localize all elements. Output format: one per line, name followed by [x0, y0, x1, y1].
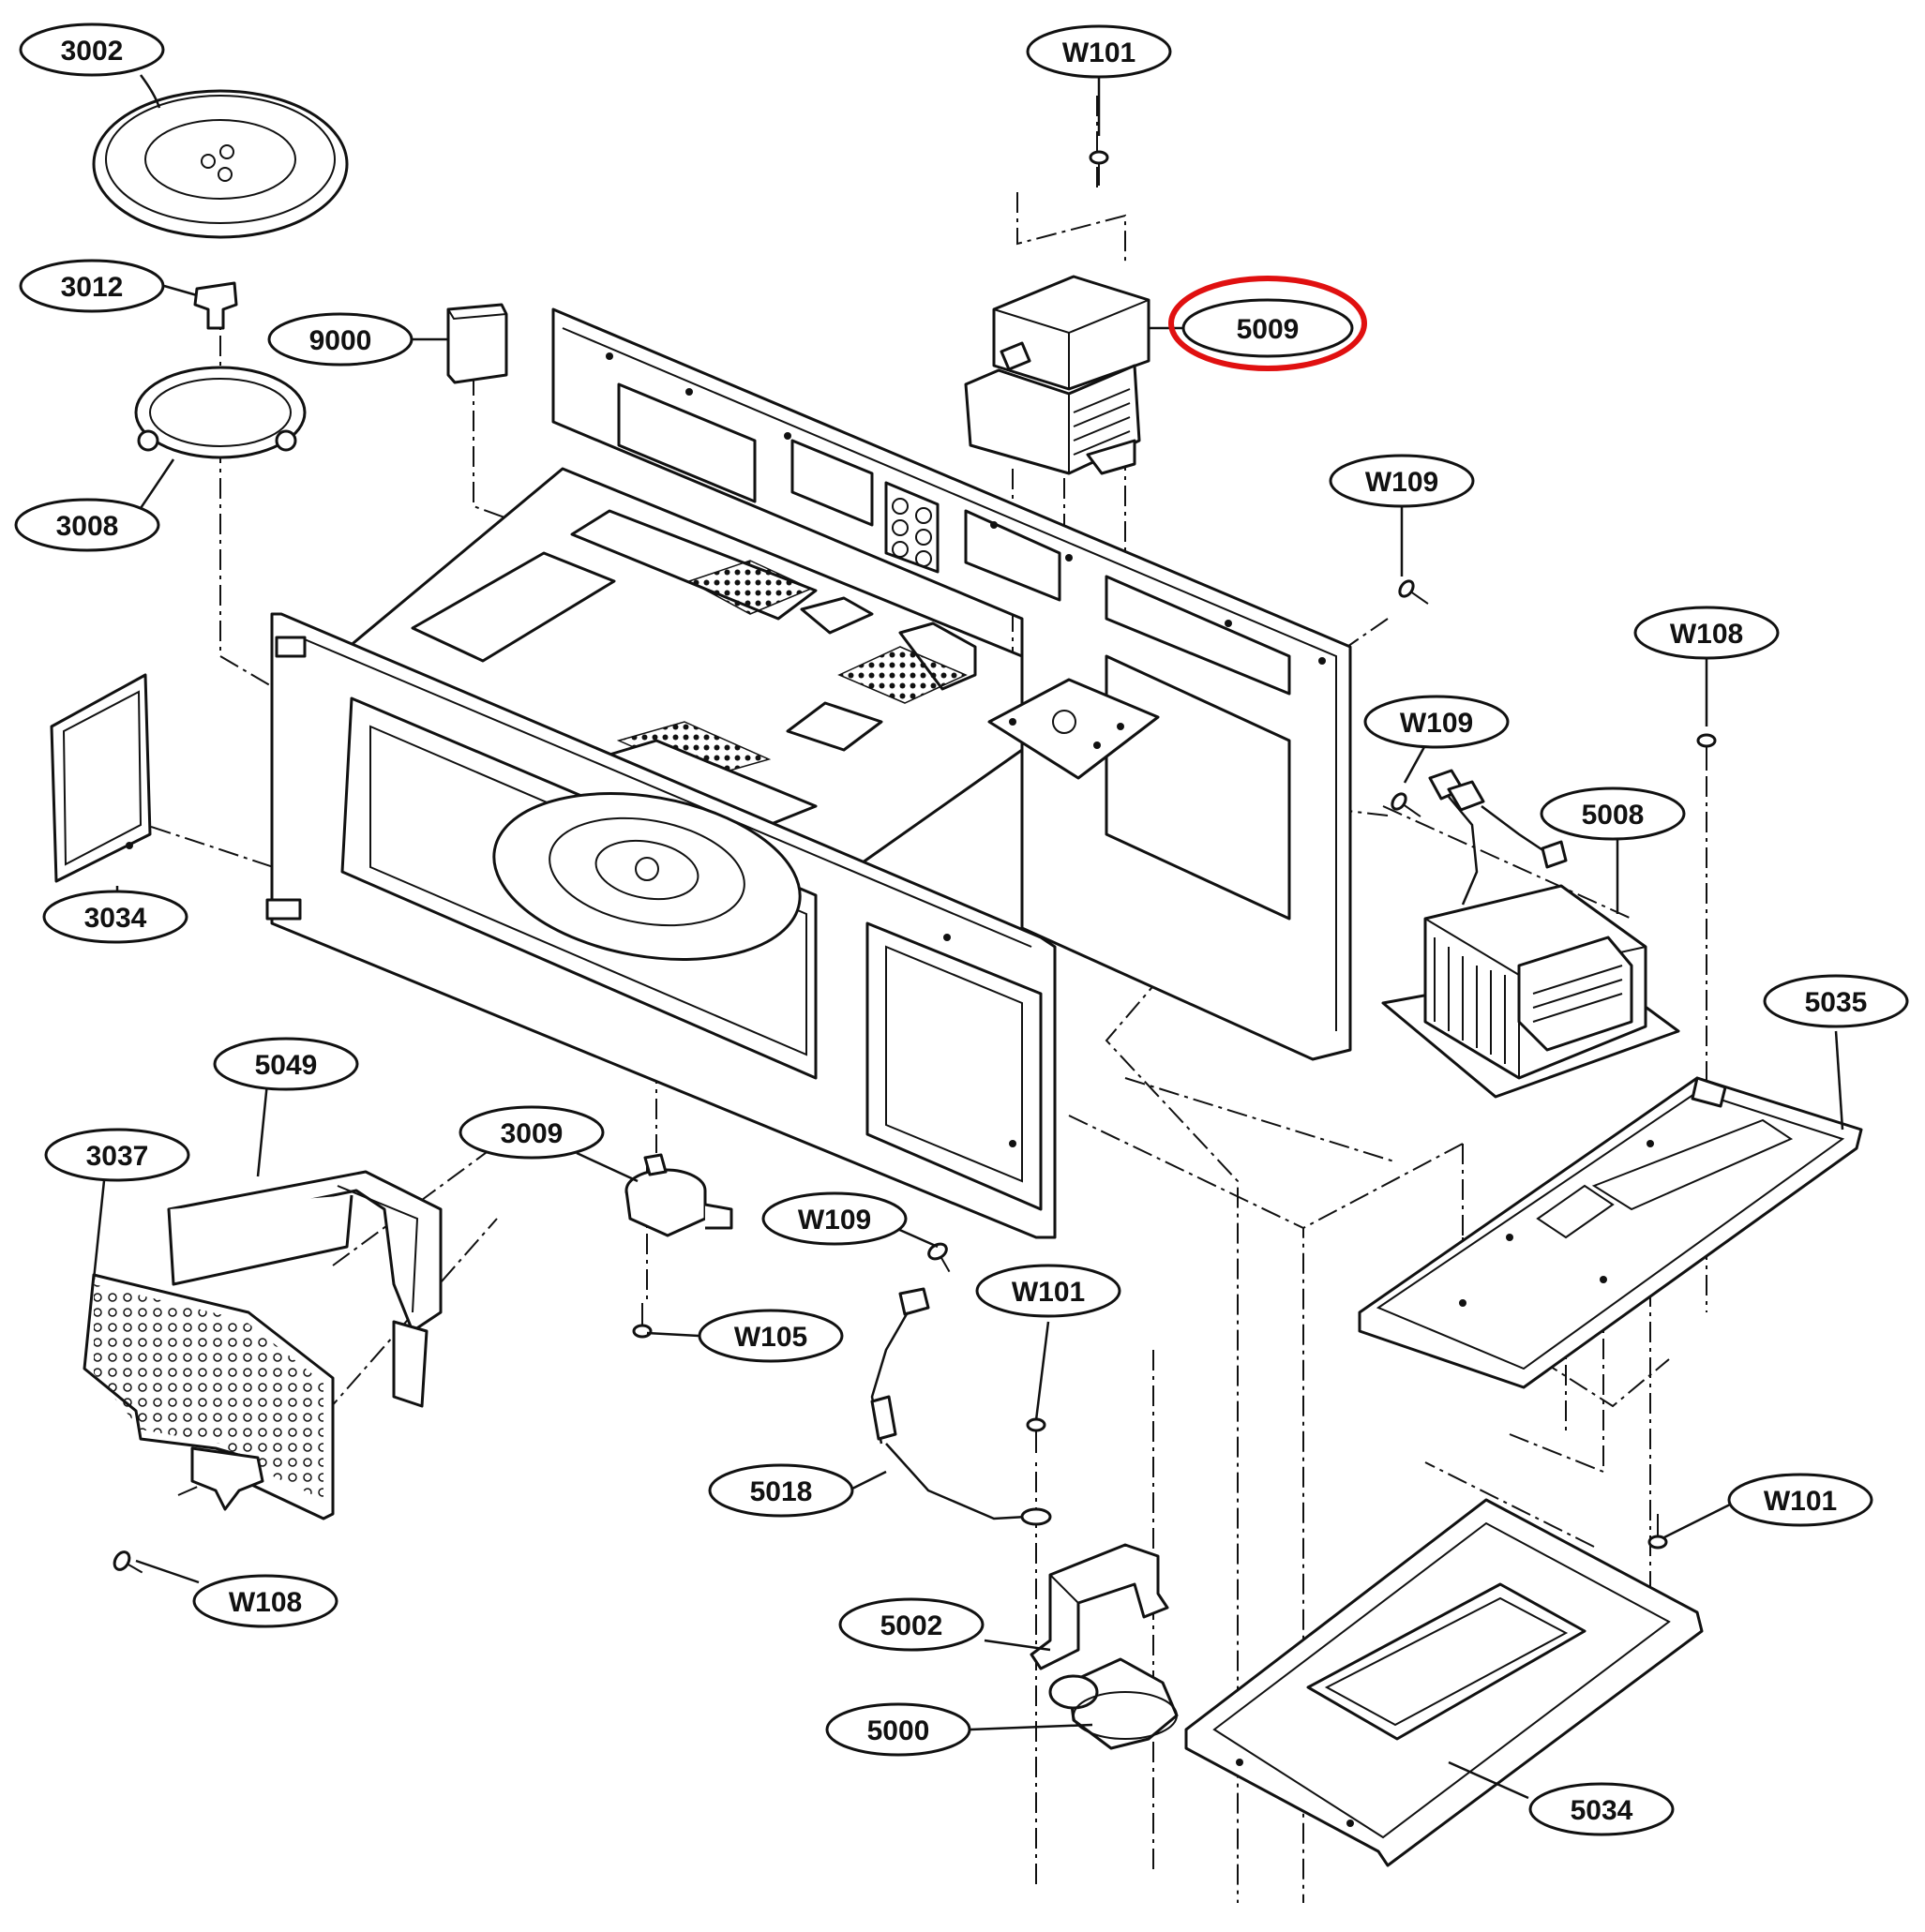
- callout-w108-right: W108: [1633, 606, 1780, 660]
- svg-text:5018: 5018: [750, 1476, 813, 1507]
- svg-text:5000: 5000: [867, 1715, 930, 1746]
- callout-3037: 3037: [44, 1128, 190, 1182]
- capacitor-bracket-5002: [1030, 1543, 1169, 1670]
- screws: [113, 150, 1717, 1574]
- svg-text:5008: 5008: [1582, 800, 1645, 831]
- svg-text:5035: 5035: [1805, 987, 1868, 1018]
- svg-text:9000: 9000: [309, 325, 372, 356]
- callout-5049: 5049: [213, 1037, 359, 1091]
- callout-w109-lower: W109: [761, 1191, 908, 1246]
- svg-text:W109: W109: [798, 1205, 871, 1236]
- callout-3012: 3012: [19, 259, 165, 313]
- svg-text:W109: W109: [1400, 708, 1473, 739]
- leader-lines: [92, 74, 1844, 1800]
- magnetron-5009: [964, 275, 1150, 475]
- callout-5035: 5035: [1763, 974, 1909, 1028]
- callout-w105: W105: [698, 1309, 844, 1363]
- turntable-motor-3009: [624, 1153, 733, 1237]
- svg-text:5002: 5002: [880, 1610, 943, 1641]
- roller-ring-3008: [134, 366, 307, 459]
- transformer-5008: [1381, 769, 1680, 1099]
- duct-5049: [167, 1170, 443, 1333]
- bottom-plate-5034: [1184, 1498, 1704, 1867]
- svg-text:W101: W101: [1062, 37, 1135, 68]
- svg-text:3037: 3037: [86, 1141, 149, 1172]
- svg-text:5049: 5049: [255, 1050, 318, 1081]
- svg-text:W101: W101: [1012, 1277, 1085, 1308]
- svg-text:3002: 3002: [61, 36, 124, 67]
- callout-3009: 3009: [459, 1105, 605, 1160]
- callout-5008: 5008: [1540, 786, 1686, 841]
- svg-text:W109: W109: [1365, 467, 1438, 498]
- svg-text:3012: 3012: [61, 272, 124, 303]
- callout-3002: 3002: [19, 22, 165, 77]
- svg-text:5009: 5009: [1237, 314, 1300, 345]
- svg-text:3008: 3008: [56, 511, 119, 542]
- oven-chassis: [265, 307, 1352, 1239]
- highlight-ring: [1168, 276, 1367, 371]
- callout-w108-left: W108: [192, 1574, 338, 1628]
- svg-text:3009: 3009: [501, 1118, 564, 1149]
- svg-text:W108: W108: [229, 1587, 302, 1618]
- screw-icon: [1026, 1417, 1046, 1453]
- callout-w109-upper: W109: [1329, 454, 1475, 508]
- coupler-3012: [193, 281, 238, 330]
- svg-text:W105: W105: [734, 1322, 807, 1353]
- callout-5000: 5000: [825, 1702, 971, 1757]
- wire-harness-5018: [870, 1287, 1052, 1526]
- turntable-3002: [92, 89, 349, 239]
- screw-icon: [632, 1303, 653, 1339]
- svg-text:W108: W108: [1670, 619, 1743, 650]
- callout-5002: 5002: [838, 1597, 985, 1652]
- screw-icon: [927, 1242, 951, 1273]
- callout-5034: 5034: [1528, 1782, 1675, 1836]
- screw-icon: [1647, 1514, 1668, 1550]
- screw-icon: [1391, 792, 1421, 817]
- screw-icon: [1089, 150, 1109, 186]
- svg-text:5034: 5034: [1571, 1795, 1633, 1826]
- screw-icon: [1398, 579, 1429, 605]
- screw-icon: [113, 1550, 143, 1574]
- screw-icon: [1696, 733, 1717, 769]
- svg-text:W101: W101: [1764, 1486, 1837, 1517]
- part-9000-block: [446, 303, 508, 384]
- callout-9000: 9000: [267, 312, 414, 367]
- callout-w101-top: W101: [1026, 24, 1172, 79]
- callouts: 3002 3012 9000 3008 3034 W101 5009 W109 …: [14, 22, 1909, 1836]
- svg-text:3034: 3034: [84, 903, 147, 934]
- control-plate-3037: [83, 1273, 429, 1520]
- capacitor-5000: [1048, 1657, 1179, 1750]
- callout-3008: 3008: [14, 498, 160, 552]
- callout-5018: 5018: [708, 1463, 854, 1518]
- callout-w101-mid: W101: [975, 1264, 1121, 1318]
- callout-3034: 3034: [42, 890, 188, 944]
- cover-3034: [50, 673, 152, 883]
- callout-5009: 5009: [1181, 298, 1354, 358]
- callout-w101-right: W101: [1727, 1473, 1873, 1527]
- callout-w109-mid: W109: [1363, 695, 1510, 749]
- base-plate-5035: [1358, 1076, 1863, 1389]
